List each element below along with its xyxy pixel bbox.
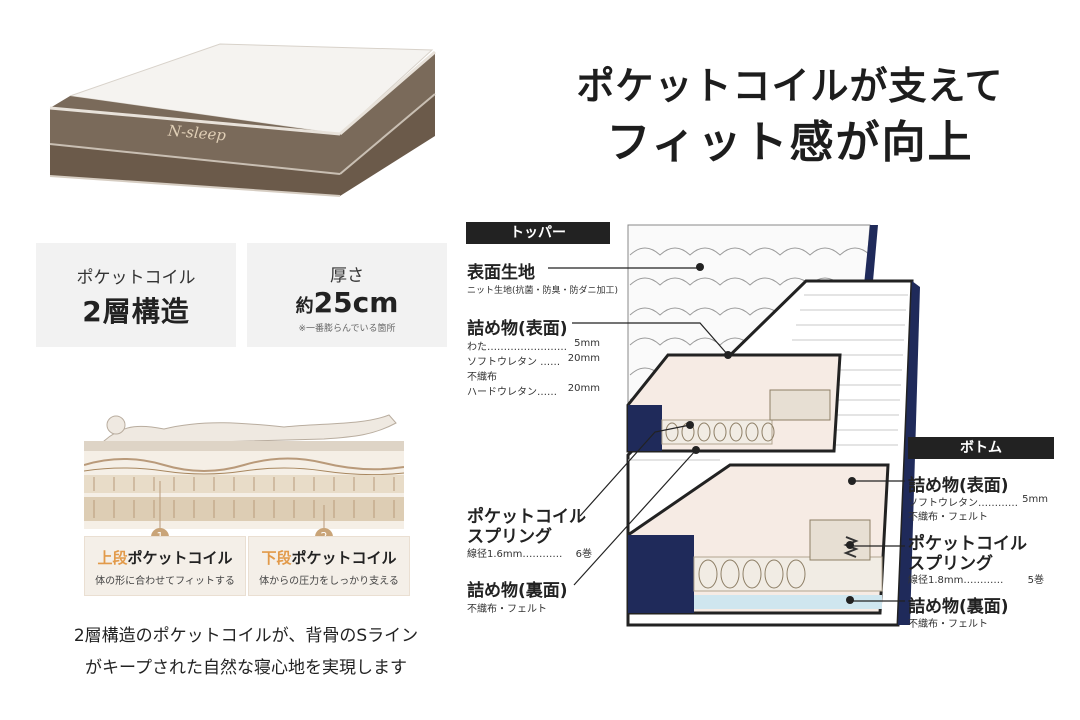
thickness-card: 厚さ 約25cm ※一番膨らんでいる箇所	[247, 243, 447, 347]
bottom-filling-back-title: 詰め物(裏面)	[908, 597, 1009, 617]
topper-filling-top-title: 詰め物(表面)	[467, 319, 568, 339]
cross-section-diagram	[626, 224, 920, 627]
lower-coil-title-hl: 下段	[261, 549, 292, 567]
lower-coil-card: 下段ポケットコイル 体からの圧力をしっかり支える	[248, 536, 410, 596]
thickness-value: 約25cm	[247, 286, 447, 319]
topper-coil-title-1: ポケットコイル	[467, 507, 586, 527]
topper-filling-back-title: 詰め物(裏面)	[467, 581, 568, 601]
bottom-coil-desc: 線径1.8mm…………5巻	[908, 575, 1044, 586]
caption-line-1: 2層構造のポケットコイルが、背骨のSライン	[73, 626, 419, 646]
topper-tag: トッパー	[466, 222, 610, 244]
topper-surface-title: 表面生地	[467, 263, 535, 283]
upper-coil-desc: 体の形に合わせてフィットする	[95, 576, 235, 587]
topper-coil-title-2: スプリング	[467, 527, 552, 547]
headline-line-1: ポケットコイルが支えて	[576, 64, 1004, 108]
mattress-image	[49, 43, 436, 197]
topper-coil-desc: 線径1.6mm…………6巻	[467, 549, 592, 560]
thickness-number: 25cm	[313, 286, 399, 319]
topper-filling-row: ハードウレタン……20mm	[467, 383, 600, 398]
bottom-filling-back-desc: 不織布・フェルト	[908, 619, 988, 630]
topper-filling-back-desc: 不織布・フェルト	[467, 604, 547, 615]
bottom-filling-top-desc: ソフトウレタン…………5mm	[908, 494, 1048, 509]
headline: ポケットコイルが支えて フィット感が向上	[540, 60, 1040, 174]
bottom-coil-title-1: ポケットコイル	[908, 534, 1027, 554]
upper-coil-card: 上段ポケットコイル 体の形に合わせてフィットする	[84, 536, 246, 596]
caption-line-2: がキープされた自然な寝心地を実現します	[85, 658, 407, 678]
bottom-filling-top-title: 詰め物(表面)	[908, 476, 1009, 496]
bottom-coil-title-2: スプリング	[908, 554, 993, 574]
topper-filling-row: ソフトウレタン ……20mm	[467, 353, 600, 368]
thickness-note: ※一番膨らんでいる箇所	[298, 324, 396, 334]
thickness-prefix: 約	[295, 296, 314, 317]
thickness-label: 厚さ	[330, 266, 364, 286]
topper-surface-desc: ニット生地(抗菌・防臭・防ダニ加工)	[467, 286, 619, 296]
headline-line-2: フィット感が向上	[606, 117, 974, 168]
bottom-filling-top-desc2: 不織布・フェルト	[908, 512, 988, 523]
structure-label: ポケットコイル	[76, 268, 196, 288]
structure-value: 2層構造	[82, 295, 190, 328]
lower-coil-desc: 体からの圧力をしっかり支える	[259, 576, 399, 587]
topper-filling-row: 不織布	[467, 372, 497, 383]
bottom-tag: ボトム	[908, 437, 1054, 459]
structure-card: ポケットコイル 2層構造	[36, 243, 236, 347]
caption: 2層構造のポケットコイルが、背骨のSライン がキープされた自然な寝心地を実現しま…	[36, 620, 456, 684]
upper-coil-title: ポケットコイル	[127, 549, 233, 567]
upper-coil-title-hl: 上段	[97, 549, 128, 567]
spine-layer-illustration	[84, 414, 404, 533]
topper-filling-row: わた……………………5mm	[467, 338, 600, 353]
lower-coil-title: ポケットコイル	[291, 549, 397, 567]
